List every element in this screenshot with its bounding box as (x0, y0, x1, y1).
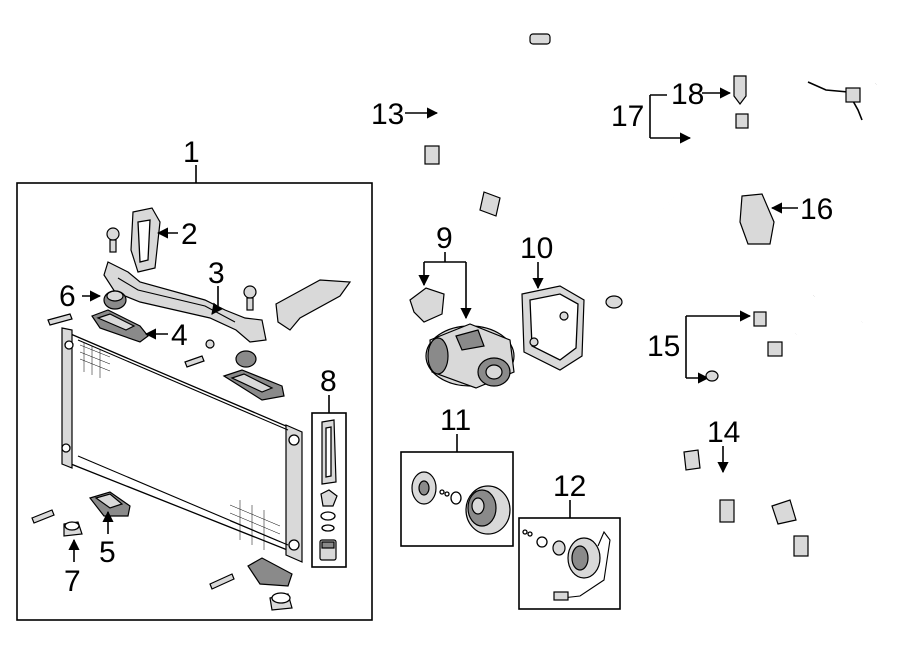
callout-1: 1 (183, 136, 200, 169)
bolt-left-upper (47, 313, 73, 326)
condenser-assembly-group (16, 165, 373, 621)
callout-3: 3 (208, 257, 225, 290)
clip-16 (739, 193, 775, 245)
leader-3 (211, 286, 223, 315)
mount-right-cluster (184, 339, 285, 401)
clip-7 (63, 521, 83, 537)
harness-17 (605, 75, 877, 309)
callout-15: 15 (647, 330, 680, 363)
insulator-4 (91, 309, 149, 343)
discharge-hose-13 (405, 33, 551, 217)
compressor-group (409, 252, 585, 389)
condenser (61, 327, 303, 563)
callout-18: 18 (671, 78, 704, 111)
coil-kit-12 (518, 500, 621, 610)
grommet-6 (103, 290, 127, 310)
callout-13: 13 (371, 98, 404, 131)
callout-7: 7 (64, 565, 81, 598)
bracket-3 (103, 261, 352, 343)
lower-bracket-5 (31, 491, 131, 524)
sensor-18 (733, 75, 747, 105)
compressor-mount-10 (521, 285, 585, 371)
callout-16: 16 (800, 193, 833, 226)
suction-hose-15 (685, 295, 863, 384)
callout-4: 4 (171, 319, 188, 352)
callout-6: 6 (59, 280, 76, 313)
lower-mount (209, 557, 293, 611)
bracket-2 (106, 207, 161, 273)
clutch-kit-11 (400, 434, 514, 547)
callout-5: 5 (99, 536, 116, 569)
dryer-kit-8 (311, 395, 347, 568)
callout-17: 17 (611, 100, 644, 133)
callout-10: 10 (520, 232, 553, 265)
compressor-bracket (409, 287, 445, 323)
callout-14: 14 (707, 416, 740, 449)
callout-8: 8 (320, 365, 337, 398)
callout-2: 2 (181, 218, 198, 251)
callout-12: 12 (553, 470, 586, 503)
liquid-hose-14 (683, 446, 809, 579)
group-1-frame (16, 182, 373, 621)
callout-9: 9 (436, 222, 453, 255)
compressor-9 (425, 323, 515, 389)
callout-11: 11 (440, 404, 471, 437)
